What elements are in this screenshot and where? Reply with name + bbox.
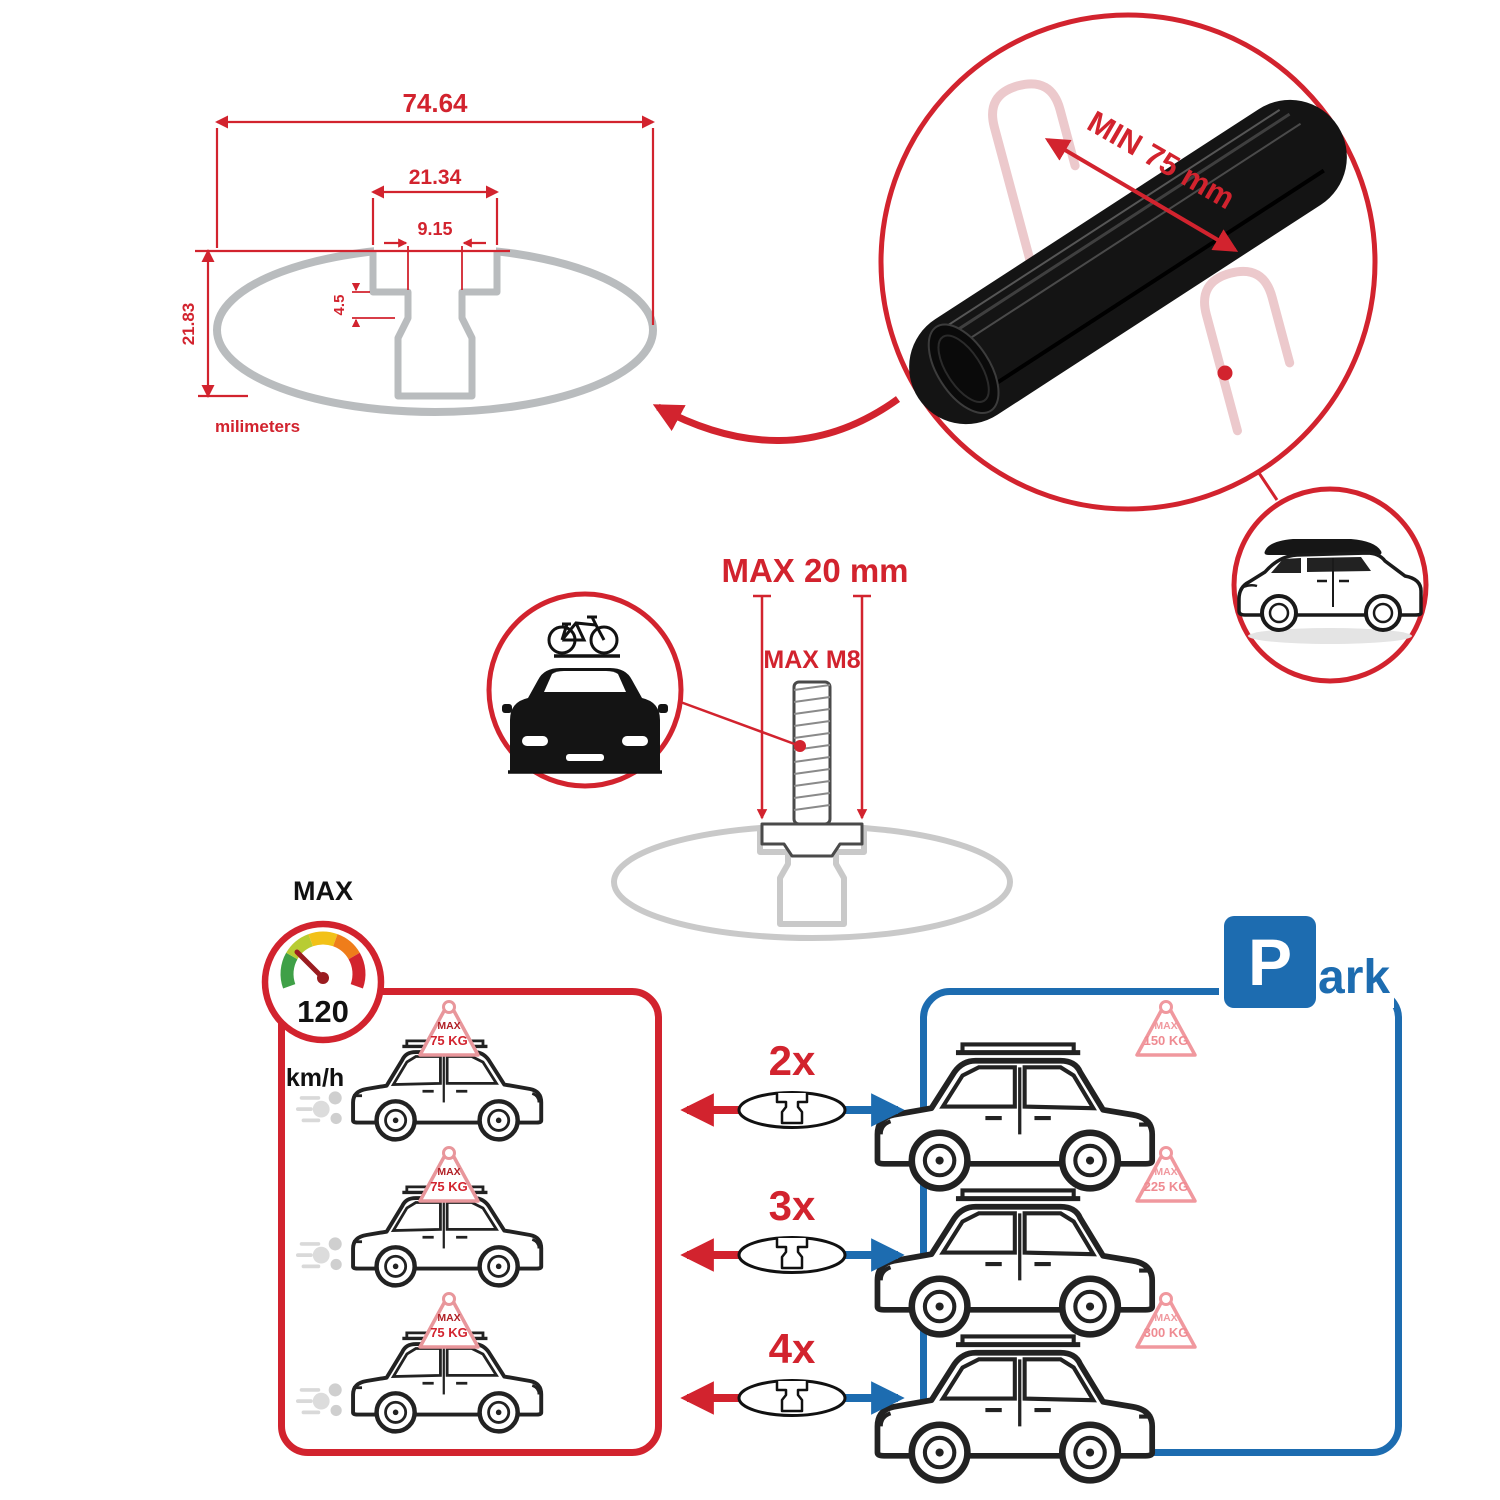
- load-max-label: MAX: [1154, 1166, 1177, 1178]
- roof-box-icon: [1264, 539, 1382, 555]
- bar-count-label: 3x: [769, 1182, 816, 1229]
- load-max-label: MAX: [1154, 1312, 1177, 1324]
- driving-panel: MAX 75 KG MAX 75 KG MAX 75 KG: [278, 988, 662, 1456]
- load-max-label: MAX: [437, 1312, 460, 1324]
- dim-height-label: 21.83: [179, 303, 198, 346]
- dim-total-width-label: 74.64: [402, 88, 468, 118]
- bolt-point-dot: [794, 740, 806, 752]
- driving-car-row: MAX 75 KG: [296, 1145, 655, 1295]
- crossbar-profile-icon: [737, 1379, 847, 1417]
- gauge-needle: [294, 949, 326, 981]
- parking-car-row: MAX 300 KG: [927, 1291, 1197, 1441]
- load-value-label: 75 KG: [430, 1179, 468, 1194]
- exhaust-puffs-icon: [296, 1235, 344, 1272]
- park-sign-letter: P: [1224, 916, 1316, 1008]
- bar-count-label: 4x: [769, 1325, 816, 1372]
- max-width-label: MAX 20 mm: [721, 552, 908, 589]
- profile-dimension-drawing: 74.64 21.34 9.15 4.5 21.83 milimeters: [179, 88, 657, 436]
- parking-car-row: MAX 150 KG: [927, 999, 1197, 1149]
- speed-value: 120: [297, 994, 349, 1029]
- bolt-dimension-lines: [674, 594, 871, 820]
- load-value-label: 75 KG: [430, 1033, 468, 1048]
- bar-count-row: 4x: [680, 1325, 905, 1417]
- bar-count-label: 2x: [769, 1037, 816, 1084]
- suv-roofbox-illustration: [1237, 539, 1423, 644]
- dim-opening-width-label: 21.34: [409, 166, 462, 189]
- park-sign-suffix: ark: [1316, 954, 1395, 1008]
- roofbox-suv-circle: [1231, 486, 1429, 684]
- pointer-arrow: [652, 396, 901, 444]
- bar-count-row: 3x: [680, 1182, 905, 1274]
- profile-cross-section: [213, 242, 657, 416]
- bar-count-column: 2x 3x 4x: [680, 1037, 905, 1417]
- dim-step-depth-label: 4.5: [331, 295, 348, 316]
- load-value-label: 75 KG: [430, 1325, 468, 1340]
- bike-car-circle: [486, 591, 684, 789]
- speed-limit-gauge: MAX 120 km/h: [261, 876, 385, 1092]
- dimension-lines: [195, 115, 655, 398]
- parking-car-row: MAX 225 KG: [927, 1145, 1197, 1295]
- dim-unit-label: milimeters: [215, 417, 300, 436]
- t-bolt-illustration: [760, 680, 864, 858]
- speed-unit-label: km/h: [286, 1064, 344, 1092]
- driving-car-row: MAX 75 KG: [296, 999, 655, 1149]
- load-max-label: MAX: [437, 1020, 460, 1032]
- gauge-arc: [280, 931, 366, 989]
- load-max-label: MAX: [437, 1166, 460, 1178]
- clamp-hook-icon: [1200, 266, 1295, 436]
- driving-car-row: MAX 75 KG: [296, 1291, 655, 1441]
- clamp-point-dot: [1217, 365, 1233, 381]
- dim-slot-width-label: 9.15: [417, 219, 452, 239]
- parking-panel: MAX 150 KG MAX 225 KG MAX 300 KG: [920, 988, 1402, 1456]
- bar-count-row: 2x: [680, 1037, 905, 1129]
- min-span-arrow: [1044, 138, 1239, 252]
- crossbar-profile-icon: [737, 1091, 847, 1129]
- bolt-diagram: MAX 20 mm MAX M8: [486, 552, 1013, 941]
- gauge-pivot: [317, 972, 329, 984]
- connector-line: [1257, 472, 1279, 501]
- exhaust-puffs-icon: [296, 1381, 344, 1418]
- load-value-label: 225 KG: [1144, 1179, 1189, 1194]
- load-value-label: 300 KG: [1144, 1325, 1189, 1340]
- max-bolt-label: MAX M8: [763, 646, 860, 674]
- load-max-label: MAX: [1154, 1020, 1177, 1032]
- crossbar-detail-circle: MIN 75 mm: [878, 12, 1378, 512]
- crossbar-profile-icon: [737, 1236, 847, 1274]
- speed-max-label: MAX: [293, 876, 353, 906]
- park-sign: P ark: [1224, 916, 1395, 1008]
- load-value-label: 150 KG: [1144, 1033, 1189, 1048]
- clamp-hook-icon: [988, 79, 1080, 273]
